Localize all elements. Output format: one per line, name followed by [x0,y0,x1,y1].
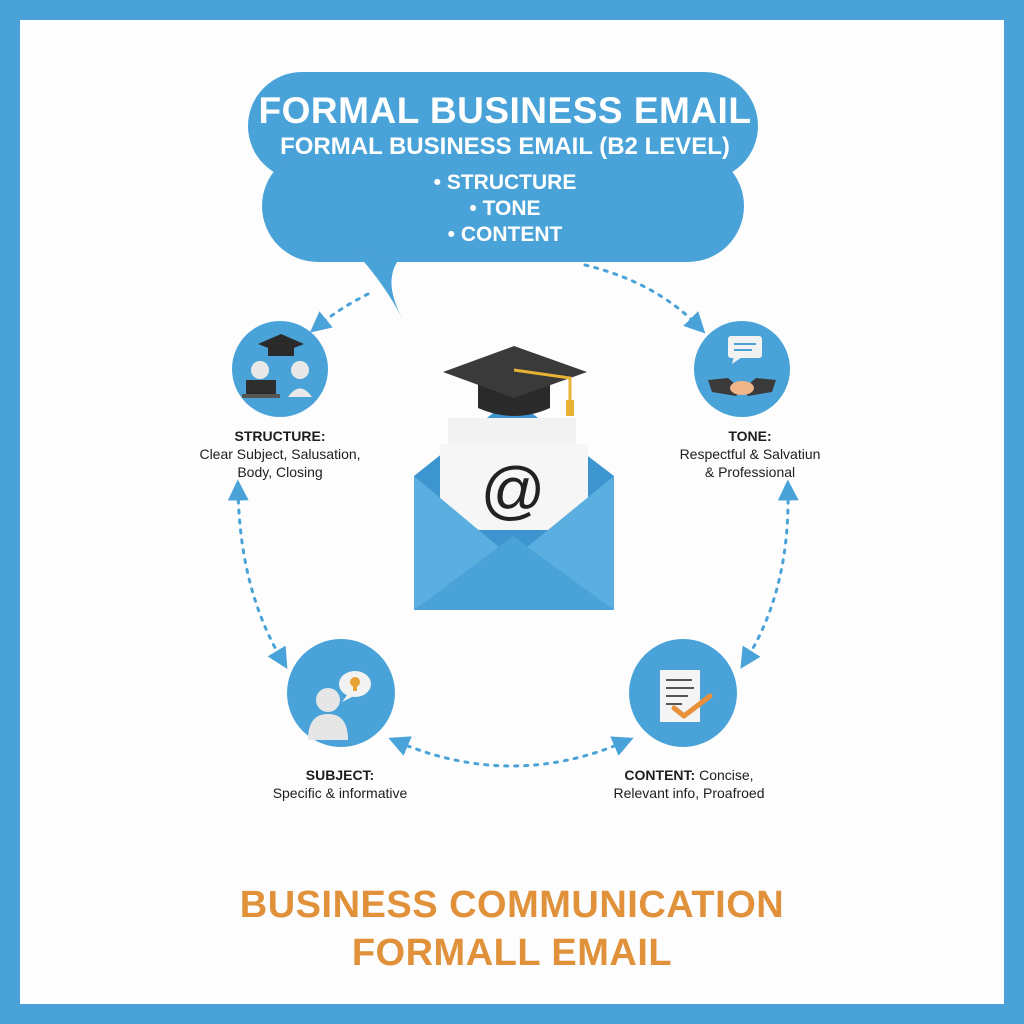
arrow-bubble-to-structure [309,292,370,333]
bullet-structure: • STRUCTURE [433,171,577,194]
content-desc-2: Relevant info, Proafroed [613,785,765,801]
subject-desc-1: Specific & informative [272,785,408,801]
graduation-cap-icon [443,346,587,416]
structure-desc-2: Body, Closing [237,464,323,480]
subject-title: SUBJECT: [305,767,375,783]
structure-label: STRUCTURE: Clear Subject, Salusation, Bo… [190,427,370,481]
content-label: CONTENT: Concise, Relevant info, Proafro… [604,766,774,802]
email-envelope-icon: @ [414,398,614,610]
bullet-tone: • TONE [469,197,541,220]
structure-title: STRUCTURE: [234,428,326,444]
content-title: CONTENT: [624,767,696,783]
content-desc-1: Concise, [695,767,754,783]
arrow-bubble-to-tone [583,263,706,334]
footer-line-1: BUSINESS COMMUNICATION [239,884,785,926]
structure-desc-1: Clear Subject, Salusation, [199,446,361,462]
tone-node-icon [694,321,790,417]
arrow-structure-subject [227,479,288,670]
tone-desc-1: Respectful & Salvatiun [679,446,821,462]
subject-node-icon [287,639,395,747]
arrow-tone-content [740,479,799,669]
diagram-title: FORMAL BUSINESS EMAIL [258,90,752,131]
tone-desc-2: & Professional [704,464,796,480]
arrow-subject-content [388,736,634,768]
speech-bubble [248,72,758,318]
diagram-subtitle: FORMAL BUSINESS EMAIL (B2 LEVEL) [280,133,730,160]
structure-node-icon [232,321,328,417]
footer-line-2: FORMALL EMAIL [351,932,673,974]
content-node-icon [629,639,737,747]
bullet-content: • CONTENT [447,223,563,246]
at-symbol: @ [481,454,546,526]
tone-label: TONE: Respectful & Salvatiun & Professio… [670,427,830,481]
tone-title: TONE: [728,428,772,444]
subject-label: SUBJECT: Specific & informative [255,766,425,802]
